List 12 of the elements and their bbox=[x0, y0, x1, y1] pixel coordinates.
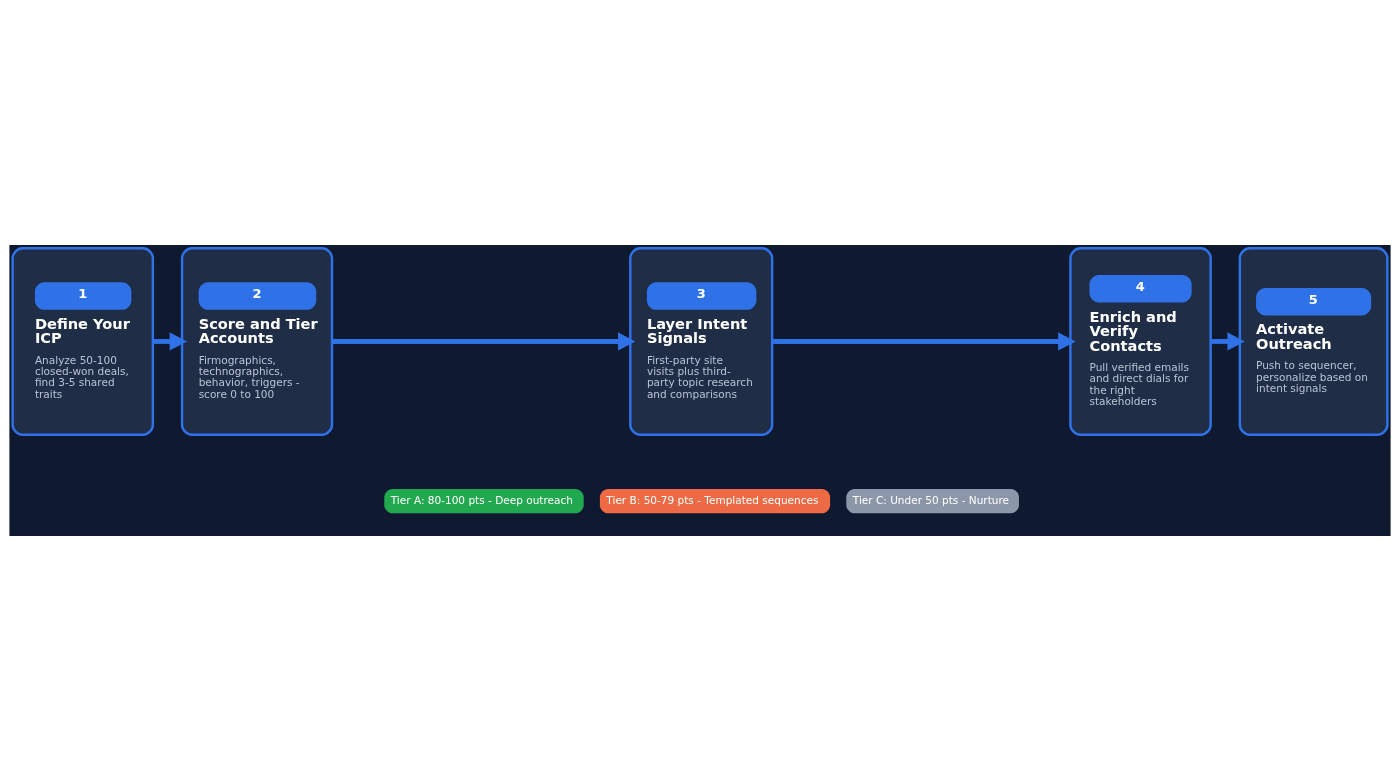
node-box: 2 Score and Tier Accounts Firmographics, technographics, behavior, triggers - score 0 to 100 bbox=[180, 247, 334, 436]
node-box: 3 Layer Intent Signals First-party site visits plus third-party topic research and comparisons bbox=[629, 247, 774, 436]
legend-label: Tier C: Under 50 pts - Nurture bbox=[852, 493, 1010, 506]
legend-label: Tier B: 50-79 pts - Templated sequences bbox=[606, 493, 819, 506]
arrow bbox=[332, 332, 636, 351]
arrow bbox=[772, 332, 1076, 351]
node-box: 5 Activate Outreach Push to sequencer, personalize based on intent signals bbox=[1238, 247, 1389, 436]
arrow bbox=[153, 332, 187, 351]
arrow bbox=[1210, 332, 1245, 351]
node-box: 4 Enrich and Verify Contacts Pull verified emails and direct dials for the right stakeholders bbox=[1069, 247, 1212, 436]
node-box: 1 Define Your ICP Analyze 50-100 closed-won deals, find 3-5 shared traits bbox=[11, 247, 155, 436]
legend-label: Tier A: 80-100 pts - Deep outreach bbox=[390, 493, 573, 506]
